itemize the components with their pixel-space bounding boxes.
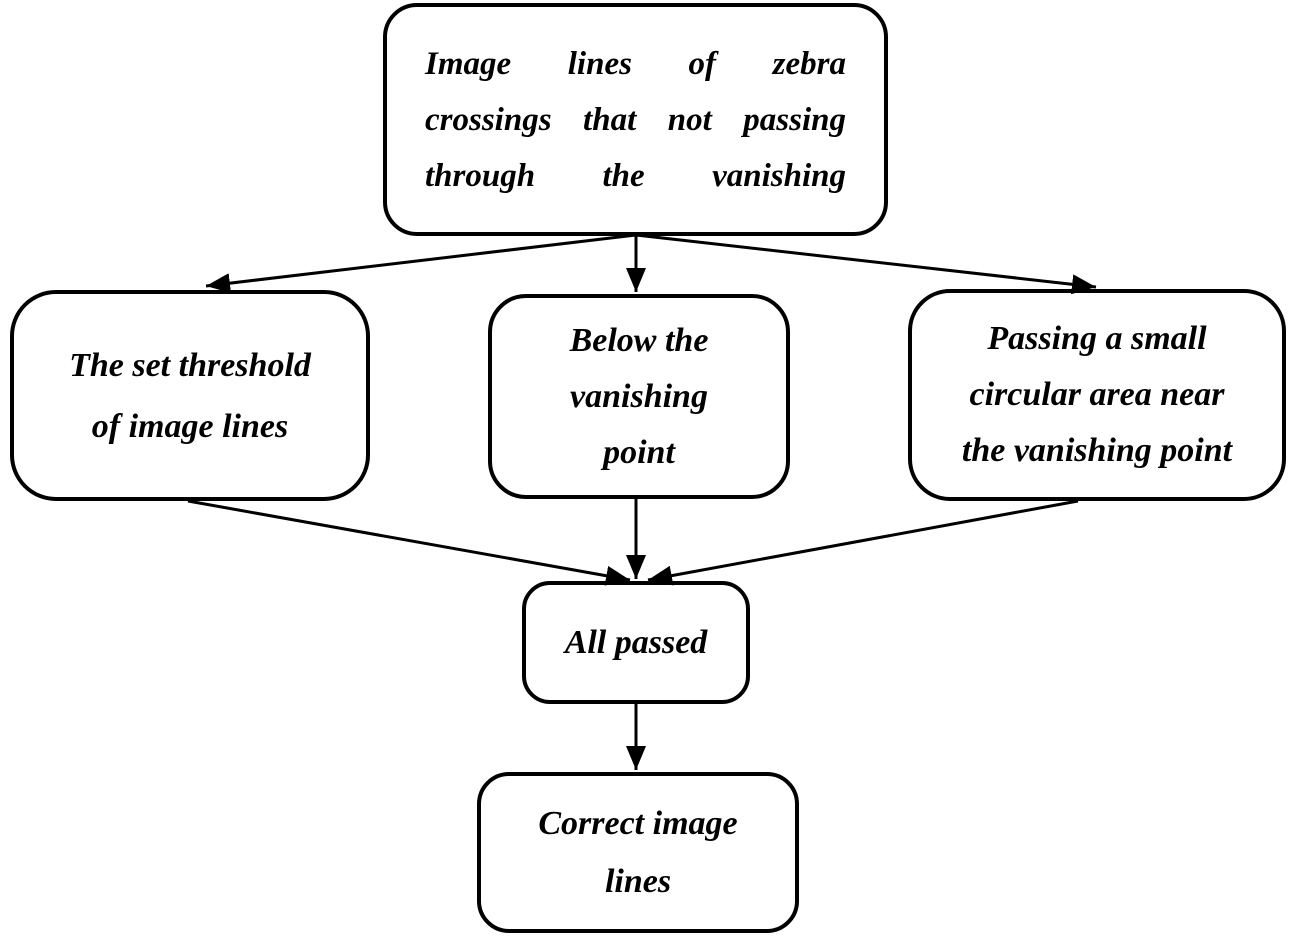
node-text-line: circular area near xyxy=(969,376,1225,413)
node-below-vanishing-point: Below the vanishing point xyxy=(488,294,790,499)
node-text-line: The set threshold xyxy=(69,346,311,384)
node-text-line: the vanishing point xyxy=(961,432,1233,469)
node-text-line: lines xyxy=(604,862,672,900)
node-text-line: Passing a small xyxy=(987,320,1207,357)
node-text-line: vanishing xyxy=(570,377,708,415)
node-all-passed: All passed xyxy=(522,581,750,704)
arrow-top-to-left xyxy=(205,233,637,294)
arrow-left-to-allpassed xyxy=(187,499,631,586)
node-text-line: Image lines of zebra xyxy=(425,45,846,82)
node-set-threshold: The set threshold of image lines xyxy=(10,290,370,501)
node-text-line: of image lines xyxy=(91,407,289,445)
arrow-right-to-allpassed xyxy=(647,499,1079,586)
arrow-top-to-right xyxy=(635,233,1097,295)
node-correct-image-lines: Correct image lines xyxy=(477,772,799,933)
node-text-line: crossings that not passing xyxy=(425,101,846,138)
node-image-lines-of-zebra-crossings: Image lines of zebra crossings that not … xyxy=(383,3,888,236)
node-text-line: Below the xyxy=(569,321,709,359)
node-passing-circular-area: Passing a small circular area near the v… xyxy=(908,289,1286,501)
node-text-line: All passed xyxy=(564,623,708,661)
node-text-line: point xyxy=(603,433,675,471)
node-text-line: through the vanishing xyxy=(425,157,846,194)
node-text-line: Correct image xyxy=(538,804,738,842)
